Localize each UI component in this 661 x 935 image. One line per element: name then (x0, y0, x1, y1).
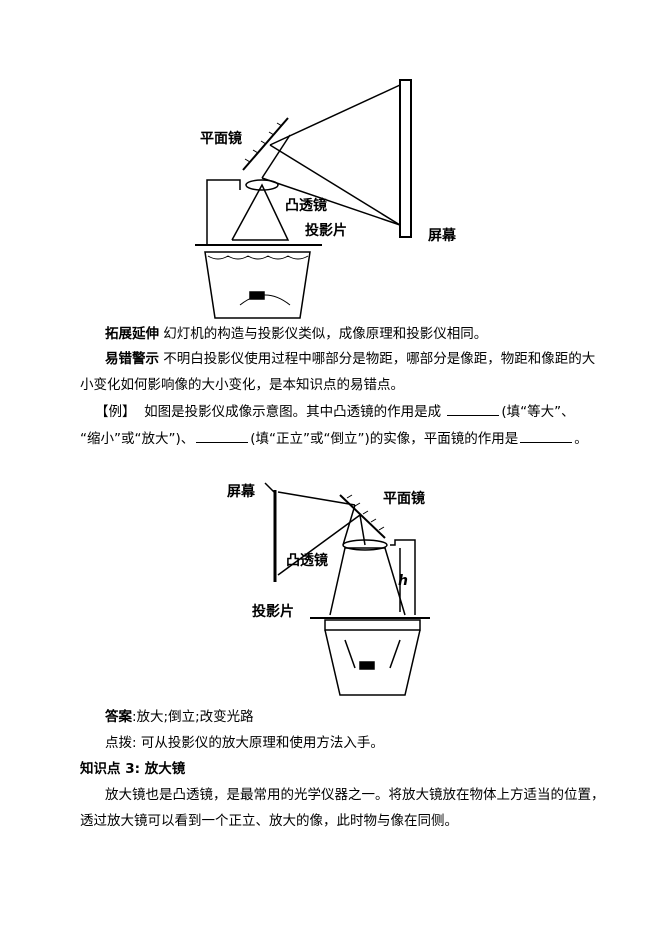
projector-diagram-2: 屏幕 平面镜 凸透镜 h 投影片 (227, 482, 430, 696)
label-screen-2: 屏幕 (227, 483, 256, 500)
label-height: h (398, 573, 408, 589)
example-text: (填“等大”、 (501, 404, 575, 420)
tip-text: 可从投影仪的放大原理和使用方法入手。 (140, 735, 384, 751)
label-lens: 凸透镜 (285, 197, 327, 214)
label-mirror-2: 平面镜 (383, 490, 425, 507)
answer-text: :放大;倒立;改变光路 (132, 709, 254, 725)
answer-blank-2[interactable] (196, 430, 249, 443)
label-mirror: 平面镜 (200, 130, 242, 147)
answer-title: 答案 (105, 709, 132, 725)
answer-line: 答案:放大;倒立;改变光路 (105, 708, 254, 726)
label-lens-2: 凸透镜 (286, 552, 328, 569)
warning-text: 不明白投影仪使用过程中哪部分是物距，哪部分是像距，物距和像距的大 (163, 351, 596, 367)
example-text: (填“正立”或“倒立”)的实像，平面镜的作用是 (250, 431, 519, 447)
projector-diagram-1: 平面镜 凸透镜 投影片 屏幕 (195, 79, 457, 319)
example-line-2: “缩小”或“放大”)、 (填“正立”或“倒立”)的实像，平面镜的作用是 。 (80, 430, 588, 448)
body-text: 放大镜也是凸透镜，是最常用的光学仪器之一。将放大镜放在物体上方适当的位置， (105, 787, 605, 803)
warning-title: 易错警示 (105, 351, 159, 367)
extension-paragraph: 拓展延伸 幻灯机的构造与投影仪类似，成像原理和投影仪相同。 (105, 325, 487, 343)
warning-paragraph: 易错警示 不明白投影仪使用过程中哪部分是物距，哪部分是像距，物距和像距的大 (105, 350, 595, 368)
label-slide-2: 投影片 (252, 603, 294, 620)
section-heading: 知识点 3: 放大镜 (80, 761, 186, 777)
label-slide: 投影片 (305, 222, 347, 239)
extension-text: 幻灯机的构造与投影仪类似，成像原理和投影仪相同。 (163, 326, 488, 342)
example-tag: 【例】 (95, 404, 136, 420)
tip-title: 点拨: (105, 735, 137, 751)
tip-line: 点拨: 可从投影仪的放大原理和使用方法入手。 (105, 734, 384, 752)
label-screen: 屏幕 (428, 227, 457, 244)
warning-text-cont: 小变化如何影响像的大小变化，是本知识点的易错点。 (80, 377, 404, 393)
answer-blank-1[interactable] (447, 403, 500, 416)
extension-title: 拓展延伸 (105, 326, 159, 342)
example-line-1: 【例】 如图是投影仪成像示意图。其中凸透镜的作用是成 (填“等大”、 (95, 403, 575, 421)
example-text: 。 (574, 431, 588, 447)
answer-blank-3[interactable] (520, 430, 573, 443)
example-text: “缩小”或“放大”)、 (80, 431, 195, 447)
body-text-cont: 透过放大镜可以看到一个正立、放大的像，此时物与像在同侧。 (80, 813, 458, 829)
example-text: 如图是投影仪成像示意图。其中凸透镜的作用是成 (144, 404, 442, 420)
